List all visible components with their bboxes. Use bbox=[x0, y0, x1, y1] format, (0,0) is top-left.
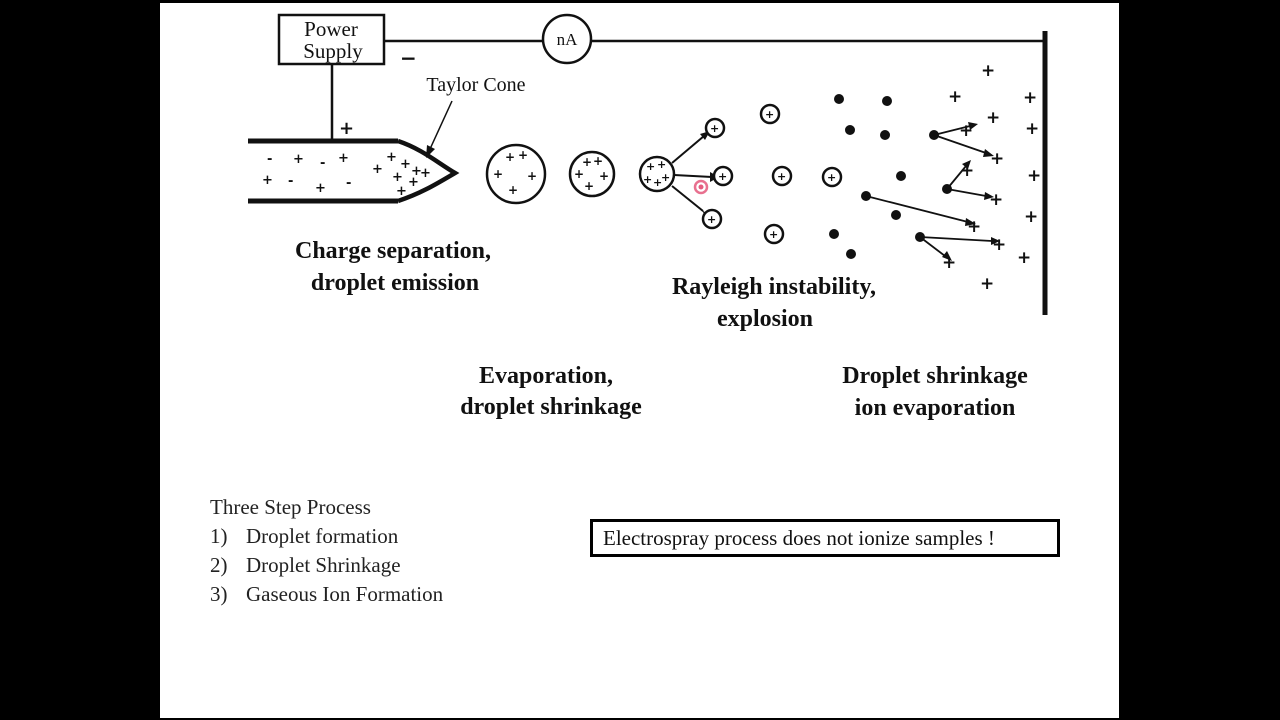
svg-text:+: + bbox=[584, 179, 594, 193]
slide: Power Supply nA − + Taylor Cone - + - + … bbox=[160, 3, 1119, 718]
svg-text:+: + bbox=[400, 157, 411, 172]
svg-text:-: - bbox=[320, 156, 325, 171]
caption-shrinkage-1: Droplet shrinkage bbox=[842, 363, 1028, 389]
caption-charge-separation-2: droplet emission bbox=[311, 270, 479, 296]
svg-text:+: + bbox=[262, 173, 273, 188]
fission-arrows bbox=[671, 131, 719, 216]
step-text: Gaseous Ion Formation bbox=[246, 582, 444, 606]
droplet-critical: + + + + + bbox=[638, 155, 676, 193]
svg-text:-: - bbox=[267, 152, 272, 167]
svg-text:+: + bbox=[372, 162, 383, 177]
caption-rayleigh-1: Rayleigh instability, bbox=[672, 274, 876, 300]
process-title: Three Step Process bbox=[210, 495, 371, 519]
svg-text:+: + bbox=[505, 150, 515, 164]
svg-text:+: + bbox=[777, 170, 786, 183]
electrospray-diagram: Power Supply nA − + Taylor Cone - + - + … bbox=[248, 13, 1048, 421]
svg-text:+: + bbox=[960, 161, 974, 181]
svg-text:+: + bbox=[386, 150, 397, 165]
svg-text:+: + bbox=[411, 164, 422, 179]
step-text: Droplet Shrinkage bbox=[246, 553, 401, 577]
svg-text:+: + bbox=[593, 154, 603, 168]
svg-text:+: + bbox=[992, 235, 1006, 255]
small-droplets bbox=[829, 94, 952, 259]
svg-text:+: + bbox=[508, 183, 518, 197]
svg-text:+: + bbox=[948, 87, 962, 107]
svg-text:+: + bbox=[643, 173, 652, 186]
taylor-cone-pointer bbox=[429, 100, 453, 150]
caption-shrinkage-2: ion evaporation bbox=[855, 395, 1016, 421]
three-step-process: Three Step Process 1) Droplet formation … bbox=[210, 493, 443, 609]
svg-text:+: + bbox=[980, 274, 994, 294]
capillary-plus-sign: + bbox=[339, 118, 354, 139]
svg-text:+: + bbox=[293, 152, 304, 167]
ion-evaporation-arrows bbox=[865, 122, 1000, 261]
svg-text:+: + bbox=[420, 166, 431, 181]
svg-text:+: + bbox=[518, 148, 528, 162]
droplet-large: + + + + + bbox=[485, 143, 547, 205]
caption-evaporation-1: Evaporation, bbox=[479, 363, 613, 389]
svg-text:+: + bbox=[315, 181, 326, 196]
svg-text:+: + bbox=[527, 169, 537, 183]
power-supply-label-1: Power bbox=[304, 17, 358, 41]
key-note-box: Electrospray process does not ionize sam… bbox=[590, 519, 1060, 557]
svg-text:+: + bbox=[396, 184, 407, 199]
svg-text:+: + bbox=[574, 167, 584, 181]
taylor-cone-pointer-head bbox=[426, 145, 435, 158]
svg-text:+: + bbox=[990, 149, 1004, 169]
svg-text:+: + bbox=[408, 175, 419, 190]
svg-text:+: + bbox=[707, 213, 716, 226]
ammeter-label: nA bbox=[557, 30, 579, 49]
process-step: 1) Droplet formation bbox=[210, 522, 443, 551]
svg-text:+: + bbox=[989, 190, 1003, 210]
step-number: 3) bbox=[210, 582, 228, 606]
solution-charges: - + - + + + - + - + + + + + + + bbox=[262, 150, 431, 199]
power-supply-label-2: Supply bbox=[303, 39, 363, 63]
svg-text:+: + bbox=[392, 170, 403, 185]
power-supply-box bbox=[277, 13, 386, 66]
caption-charge-separation-1: Charge separation, bbox=[295, 238, 491, 264]
svg-text:+: + bbox=[599, 169, 609, 183]
svg-text:+: + bbox=[986, 108, 1000, 128]
svg-text:+: + bbox=[718, 170, 727, 183]
caption-rayleigh-2: explosion bbox=[717, 306, 813, 332]
svg-text:+: + bbox=[959, 121, 973, 141]
key-note-text: Electrospray process does not ionize sam… bbox=[603, 525, 995, 550]
svg-text:+: + bbox=[942, 253, 956, 273]
svg-text:+: + bbox=[338, 151, 349, 166]
droplet-medium: + + + + + bbox=[568, 150, 616, 198]
step-text: Droplet formation bbox=[246, 524, 399, 548]
ammeter bbox=[541, 13, 593, 65]
svg-text:+: + bbox=[1024, 207, 1038, 227]
svg-text:+: + bbox=[967, 217, 981, 237]
svg-text:-: - bbox=[288, 174, 293, 189]
svg-text:+: + bbox=[981, 61, 995, 81]
svg-text:+: + bbox=[1025, 119, 1039, 139]
taylor-cone-label: Taylor Cone bbox=[426, 74, 525, 96]
process-step: 3) Gaseous Ion Formation bbox=[210, 580, 443, 609]
gaseous-ions: + + + + + + + + + + + + + + + + bbox=[942, 61, 1041, 294]
taylor-cone bbox=[397, 138, 460, 204]
svg-text:+: + bbox=[827, 171, 836, 184]
svg-text:+: + bbox=[710, 122, 719, 135]
svg-text:+: + bbox=[493, 167, 503, 181]
svg-text:+: + bbox=[661, 171, 670, 184]
step-number: 1) bbox=[210, 524, 228, 548]
pointer-cursor-marker bbox=[693, 179, 709, 195]
caption-evaporation-2: droplet shrinkage bbox=[460, 394, 642, 420]
svg-text:+: + bbox=[646, 160, 655, 173]
svg-text:+: + bbox=[1017, 248, 1031, 268]
svg-text:+: + bbox=[653, 176, 662, 189]
svg-text:-: - bbox=[346, 176, 351, 191]
svg-text:+: + bbox=[1027, 166, 1041, 186]
svg-text:+: + bbox=[1023, 88, 1037, 108]
step-number: 2) bbox=[210, 553, 228, 577]
svg-text:+: + bbox=[657, 158, 666, 171]
process-step: 2) Droplet Shrinkage bbox=[210, 551, 443, 580]
svg-text:+: + bbox=[582, 155, 592, 169]
minus-sign: − bbox=[400, 46, 417, 70]
svg-text:+: + bbox=[765, 108, 774, 121]
offspring-droplets: + + + + + + + bbox=[701, 103, 843, 245]
svg-text:+: + bbox=[769, 228, 778, 241]
